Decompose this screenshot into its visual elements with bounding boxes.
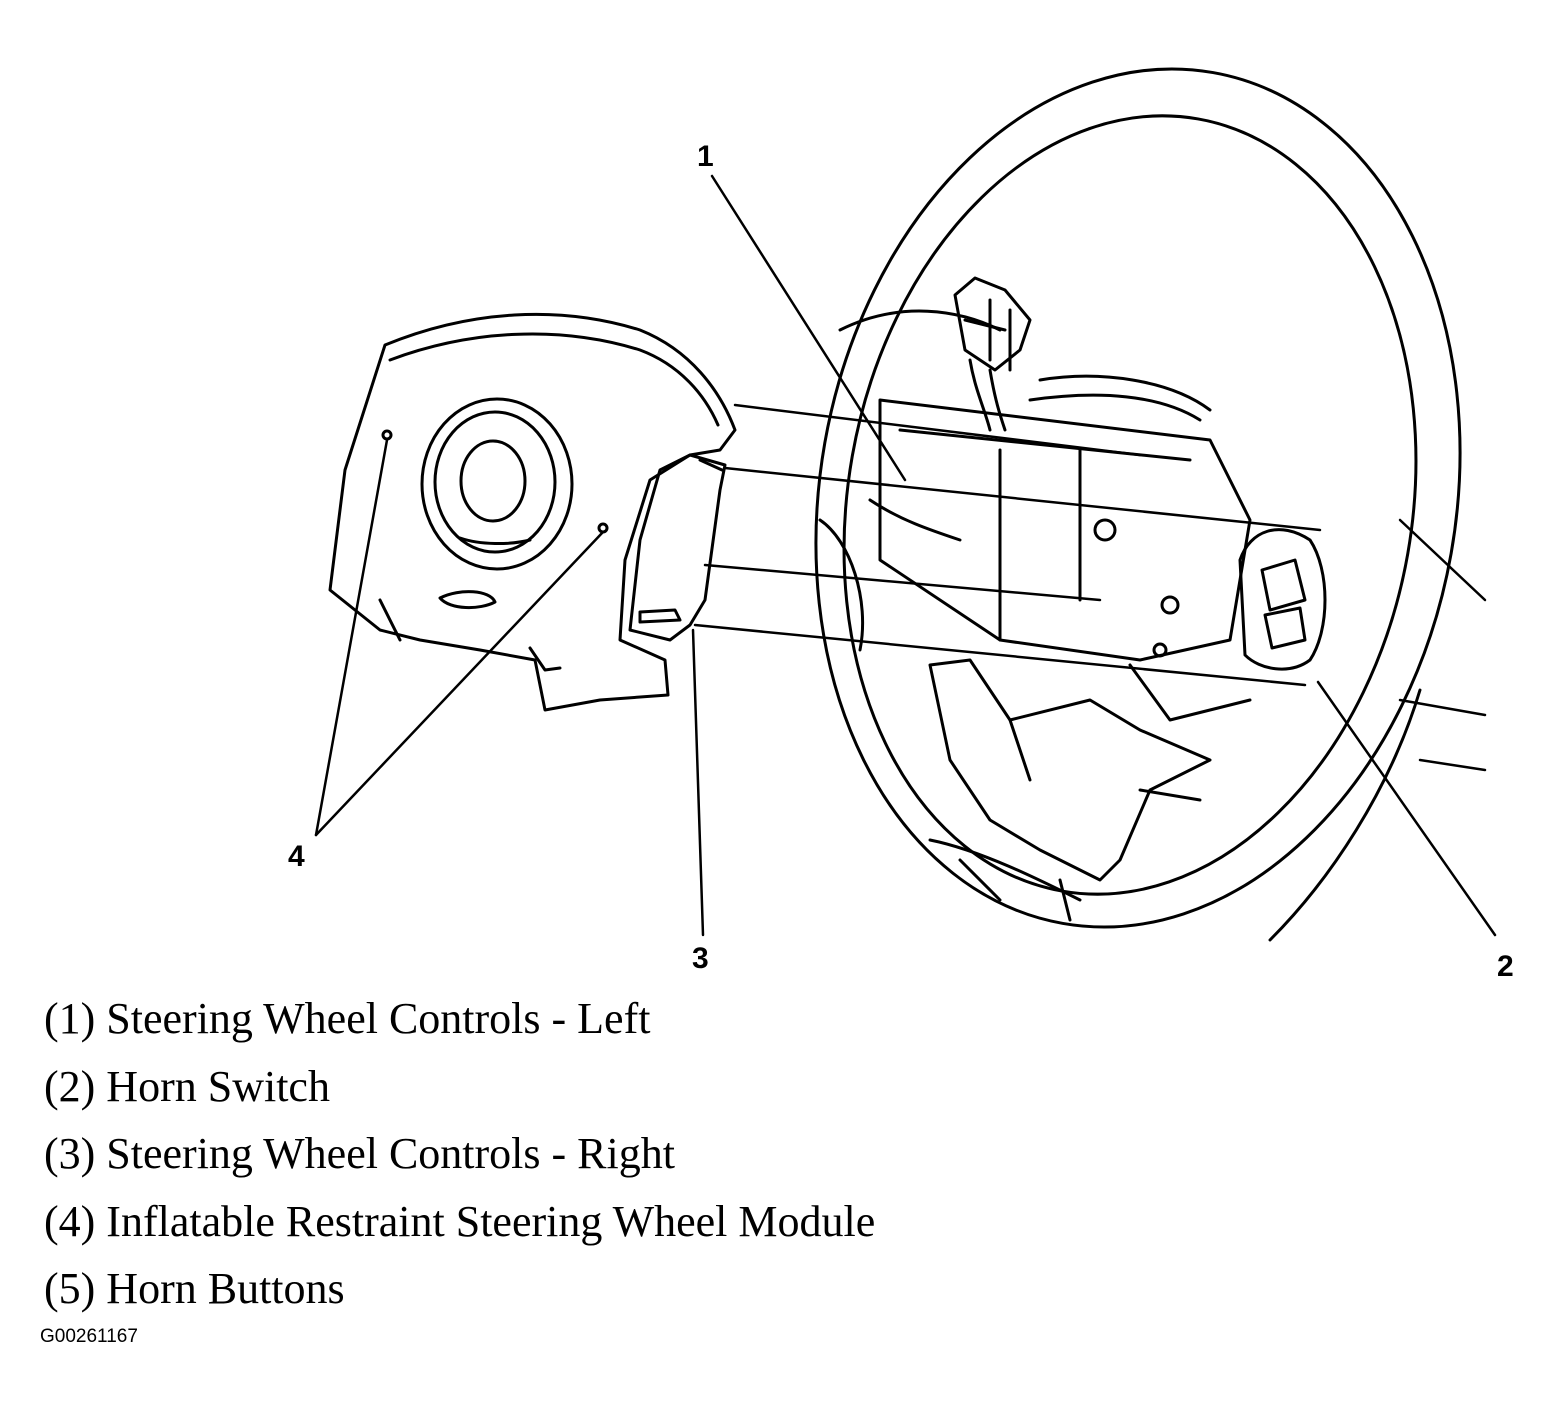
leader-line-1 (710, 174, 907, 482)
legend-item: (3) Steering Wheel Controls - Right (44, 1129, 675, 1178)
legend-item: (1) Steering Wheel Controls - Left (44, 994, 651, 1043)
legend-item: (5) Horn Buttons (44, 1264, 345, 1313)
leader-line-4a (314, 438, 389, 837)
legend-item: (4) Inflatable Restraint Steering Wheel … (44, 1196, 876, 1246)
horn-switch (1238, 528, 1327, 671)
callout-3: 3 (692, 942, 709, 975)
legend: (1) Steering Wheel Controls - Left (2) H… (44, 990, 875, 1328)
right-controls-bracket (628, 453, 727, 642)
steering-column (1398, 518, 1487, 772)
steering-wheel-hub (868, 374, 1252, 722)
callout-2: 2 (1497, 950, 1514, 983)
leader-line-3 (691, 628, 705, 937)
leader-line-4b (314, 530, 605, 837)
assembly-guide-lines (693, 403, 1322, 687)
airbag-module (328, 312, 737, 712)
leader-lines (314, 174, 1497, 937)
callout-1: 1 (697, 140, 714, 173)
lower-spoke (928, 658, 1212, 882)
steering-wheel-rim (814, 67, 1462, 942)
connector-harness (953, 276, 1032, 432)
legend-item: (2) Horn Switch (44, 1061, 330, 1111)
figure-id: G00261167 (40, 1326, 138, 1347)
callout-4: 4 (288, 840, 305, 873)
leader-line-2 (1316, 680, 1497, 937)
